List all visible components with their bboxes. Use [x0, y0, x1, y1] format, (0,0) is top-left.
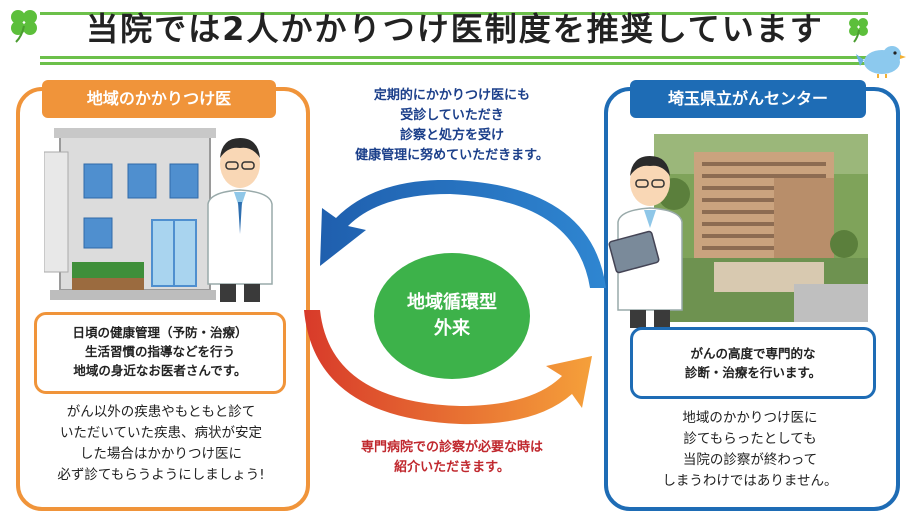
cancer-center-tag: 埼玉県立がんセンター	[630, 80, 866, 118]
title-bottom-line-1	[40, 56, 868, 59]
clover-icon	[11, 10, 37, 43]
title-bottom-line-2	[40, 62, 868, 65]
role-line: 地域の身近なお医者さんです。	[73, 363, 247, 378]
local-doctor-tag: 地域のかかりつけ医	[42, 80, 276, 118]
cycle-arrow-orange-icon	[304, 310, 592, 425]
role-line: 日頃の健康管理（予防・治療）	[72, 325, 248, 340]
description-line: 必ず診てもらうようにしましょう!	[57, 467, 265, 483]
bird-icon	[856, 46, 906, 78]
description-line: がん以外の疾患やもともと診て	[66, 404, 256, 420]
description-line: いただいていた疾患、病状が安定	[59, 425, 263, 441]
description-line: 当院の診察が終わって	[682, 452, 818, 468]
description-line: 診てもらったとしても	[683, 431, 817, 447]
cycle-arrows	[304, 180, 606, 425]
doctor-icon	[207, 138, 273, 302]
text-line: 定期的にかかりつけ医にも	[373, 88, 531, 103]
text-line: 健康管理に努めていただきます。	[355, 148, 549, 163]
text-line: 紹介いただきます。	[394, 460, 510, 475]
regional-cycle-circle: 地域循環型 外来	[374, 253, 530, 379]
clover-icon	[849, 18, 868, 43]
circle-label: 地域循環型	[407, 292, 497, 313]
circle-label: 外来	[434, 318, 470, 339]
text-line: 受診していただき	[400, 108, 504, 123]
referral-to-specialist-text: 専門病院での診察が必要な時は 紹介いただきます。	[300, 438, 604, 478]
doctor-with-tablet-icon	[608, 156, 683, 328]
cycle-arrow-blue-icon	[320, 180, 606, 288]
text-line: 診察と処方を受け	[399, 128, 504, 143]
referral-to-local-text: 定期的にかかりつけ医にも 受診していただき 診察と処方を受け 健康管理に努めてい…	[302, 86, 602, 166]
cancer-center-role-box: がんの高度で専門的な 診断・治療を行います。	[630, 327, 876, 399]
role-line: 診断・治療を行います。	[684, 365, 822, 380]
text-line: 専門病院での診察が必要な時は	[360, 440, 543, 455]
description-line: 地域のかかりつけ医に	[682, 410, 818, 426]
title-top-line	[40, 12, 868, 15]
page-title: 当院では2人かかりつけ医制度を推奨しています	[86, 10, 824, 48]
description-line: した場合はかかりつけ医に	[79, 446, 243, 462]
hospital-building-icon	[654, 134, 868, 322]
role-line: 生活習慣の指導などを行う	[84, 344, 235, 359]
local-doctor-description: がん以外の疾患やもともと診て いただいていた疾患、病状が安定 した場合はかかりつ…	[26, 402, 296, 486]
role-line: がんの高度で専門的な	[690, 346, 816, 361]
local-doctor-role-box: 日頃の健康管理（予防・治療） 生活習慣の指導などを行う 地域の身近なお医者さんで…	[34, 312, 286, 394]
cancer-center-description: 地域のかかりつけ医に 診てもらったとしても 当院の診察が終わって しまうわけでは…	[612, 408, 888, 492]
clinic-building-icon	[44, 128, 216, 300]
description-line: しまうわけではありません。	[662, 473, 838, 489]
